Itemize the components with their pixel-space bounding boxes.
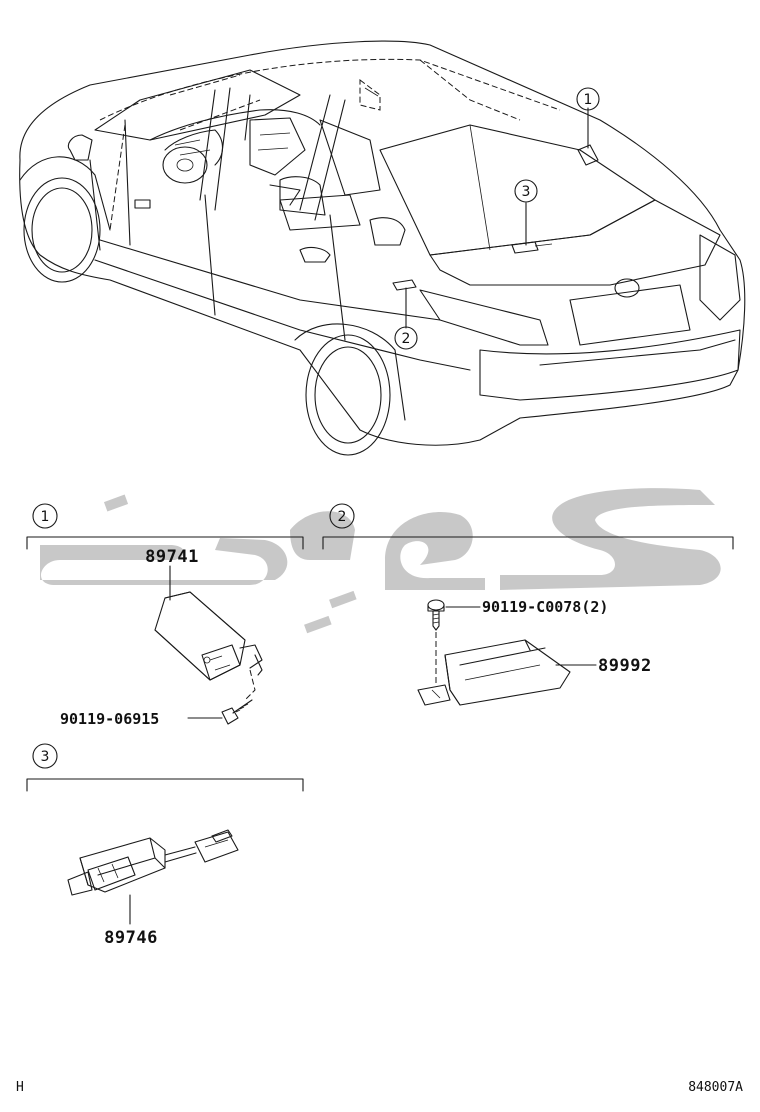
svg-text:1: 1: [41, 509, 50, 525]
callout-1: 1: [576, 87, 600, 111]
screw-90119-C0078-illustration: [427, 599, 445, 631]
part-number-89746: 89746: [104, 928, 158, 948]
bolt-90119-06915-illustration: [221, 699, 253, 725]
svg-text:2: 2: [402, 331, 411, 347]
group-2: 2 90119-C0078(2) 89992: [322, 503, 734, 706]
svg-text:2: 2: [338, 509, 347, 525]
callout-3: 3: [514, 179, 538, 203]
group-3: 3 89746: [26, 743, 304, 948]
svg-text:3: 3: [522, 184, 531, 200]
part-89992-illustration: [417, 639, 571, 706]
part-89741-illustration: [154, 591, 263, 681]
part-89746-illustration: [67, 829, 239, 896]
svg-text:3: 3: [41, 749, 50, 765]
car-illustration: 1 3 2: [19, 40, 746, 456]
part-number-89741: 89741: [145, 547, 199, 567]
footer-figure-id: 848007A: [688, 1080, 743, 1095]
group-1: 1 89741 90119-06915: [26, 503, 304, 728]
callout-2: 2: [394, 326, 418, 350]
watermark-logo: [40, 488, 721, 634]
svg-text:1: 1: [584, 92, 593, 108]
part-number-90119-C0078: 90119-C0078(2): [482, 598, 608, 616]
footer-left-code: H: [16, 1080, 24, 1095]
part-number-90119-06915: 90119-06915: [60, 710, 159, 728]
part-number-89992: 89992: [598, 656, 652, 676]
